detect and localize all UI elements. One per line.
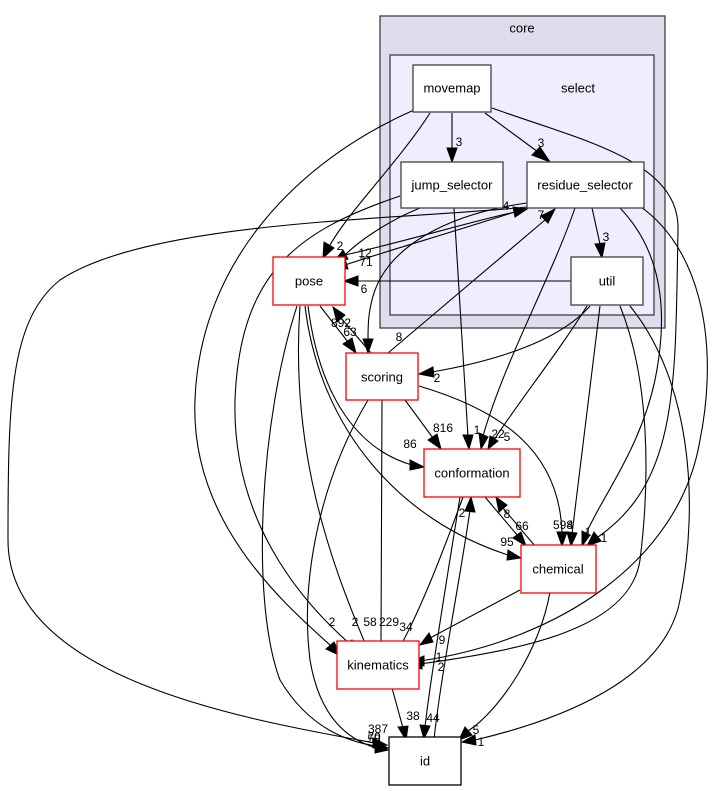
edge-label: 2 bbox=[329, 615, 336, 629]
edge-label: 1 bbox=[474, 423, 481, 437]
edge-chemical-id[interactable]: 5 bbox=[458, 591, 551, 741]
node-residue_selector[interactable]: residue_selector bbox=[526, 161, 645, 209]
cluster-core-label: core bbox=[509, 21, 534, 36]
edge-label: 34 bbox=[399, 620, 413, 634]
edge-label: 2 bbox=[352, 615, 359, 629]
node-chemical[interactable]: chemical bbox=[520, 544, 597, 594]
edge-conformation-chemical[interactable]: 66 bbox=[484, 496, 529, 548]
edge-scoring-residue_selector[interactable]: 7 bbox=[387, 207, 557, 354]
edge-movemap-residue_selector[interactable]: 3 bbox=[484, 112, 552, 164]
edge-residue_selector-scoring[interactable]: 8 bbox=[362, 202, 528, 355]
edge-conformation-id[interactable]: 44 bbox=[419, 496, 461, 741]
node-util[interactable]: util bbox=[570, 256, 644, 306]
edge-label: 8 bbox=[396, 330, 403, 344]
edge-chemical-conformation[interactable]: 8 bbox=[495, 495, 536, 547]
edge-label: 3 bbox=[538, 136, 545, 150]
edge-label: 66 bbox=[515, 519, 529, 533]
node-jump_selector[interactable]: jump_selector bbox=[400, 161, 504, 209]
edge-label: 58 bbox=[363, 615, 377, 629]
edge-label: 38 bbox=[406, 709, 420, 723]
edge-label: 71 bbox=[359, 255, 373, 269]
edge-util-pose[interactable]: 6 bbox=[342, 275, 571, 296]
edge-label: 2 bbox=[434, 371, 441, 385]
edge-label: 86 bbox=[403, 437, 417, 451]
edge-util-id[interactable]: 1 bbox=[460, 305, 690, 749]
node-label: scoring bbox=[361, 370, 403, 385]
edges: 3 3 2 2 1 12 bbox=[7, 107, 708, 754]
edge-label: 892 bbox=[331, 316, 351, 330]
node-label: chemical bbox=[532, 562, 583, 577]
node-label: pose bbox=[295, 274, 323, 289]
edge-label: 3 bbox=[456, 135, 463, 149]
edge-label: 1 bbox=[601, 531, 608, 545]
edge-jump_selector-conformation[interactable]: 1 bbox=[453, 207, 481, 451]
edge-label: 3 bbox=[603, 230, 610, 244]
edge-id-conformation[interactable]: 2 bbox=[433, 495, 476, 741]
edge-label: 44 bbox=[426, 711, 440, 725]
node-movemap[interactable]: movemap bbox=[412, 64, 492, 113]
edge-label: 1 bbox=[478, 735, 485, 749]
edge-movemap-chemical[interactable]: 1 bbox=[491, 107, 679, 547]
edge-residue_selector-util[interactable]: 3 bbox=[591, 207, 610, 260]
edge-scoring-kinematics[interactable]: 229 bbox=[375, 399, 399, 657]
edge-scoring-id[interactable]: 58 bbox=[306, 399, 390, 754]
edge-residue_selector-chemical[interactable]: 1 bbox=[581, 207, 663, 548]
edge-label: 6 bbox=[361, 282, 368, 296]
edge-label: 598 bbox=[553, 518, 573, 532]
edge-movemap-pose[interactable]: 2 bbox=[322, 112, 431, 260]
edge-label: 58 bbox=[367, 732, 381, 746]
edge-conformation-kinematics[interactable]: 34 bbox=[393, 496, 464, 658]
edge-util-chemical[interactable]: 4 bbox=[566, 305, 601, 548]
edge-label: 63 bbox=[343, 325, 357, 339]
cluster-select-label: select bbox=[561, 81, 595, 96]
edge-label: 5 bbox=[504, 430, 511, 444]
edge-label: 7 bbox=[538, 208, 545, 222]
node-scoring[interactable]: scoring bbox=[345, 352, 419, 401]
edge-chemical-kinematics[interactable]: 9 bbox=[418, 589, 521, 647]
node-conformation[interactable]: conformation bbox=[423, 448, 521, 498]
edge-label: 387 bbox=[368, 722, 388, 736]
edge-kinematics-id[interactable]: 38 bbox=[391, 687, 420, 742]
edge-pose-chemical[interactable]: 95 bbox=[304, 305, 523, 561]
node-label: id bbox=[420, 754, 430, 769]
edge-pose-id[interactable]: 387 bbox=[261, 305, 390, 752]
edge-movemap-jump_selector[interactable]: 3 bbox=[446, 113, 463, 164]
node-id[interactable]: id bbox=[388, 736, 462, 786]
node-label: residue_selector bbox=[537, 178, 633, 193]
node-label: movemap bbox=[423, 81, 480, 96]
edge-label: 95 bbox=[500, 535, 514, 549]
edge-label: 9 bbox=[439, 633, 446, 647]
edge-label: 229 bbox=[379, 615, 399, 629]
edge-label: 1 bbox=[585, 525, 592, 539]
edge-label: 816 bbox=[433, 421, 453, 435]
edge-label: 2 bbox=[337, 239, 344, 253]
node-pose[interactable]: pose bbox=[272, 256, 346, 306]
edge-pose-conformation[interactable]: 86 bbox=[307, 305, 426, 471]
edge-scoring-conformation[interactable]: 816 bbox=[404, 399, 453, 451]
edge-util-conformation[interactable]: 5 bbox=[487, 305, 588, 451]
edge-label: 2 bbox=[459, 506, 466, 520]
node-label: jump_selector bbox=[411, 178, 494, 193]
node-kinematics[interactable]: kinematics bbox=[336, 640, 420, 690]
node-label: util bbox=[599, 274, 616, 289]
node-label: conformation bbox=[434, 466, 509, 481]
node-label: kinematics bbox=[347, 658, 409, 673]
edge-label: 8 bbox=[504, 507, 511, 521]
edge-label: 2 bbox=[438, 660, 445, 674]
edge-label: 4 bbox=[567, 518, 574, 532]
edge-util-scoring[interactable]: 2 bbox=[417, 305, 591, 385]
edge-pose-scoring[interactable]: 63 bbox=[319, 305, 357, 355]
edge-label: 70 bbox=[367, 730, 381, 744]
edge-label: 1 bbox=[436, 650, 443, 664]
edge-label: 5 bbox=[473, 723, 480, 737]
edge-scoring-chemical[interactable]: 598 bbox=[418, 385, 573, 548]
